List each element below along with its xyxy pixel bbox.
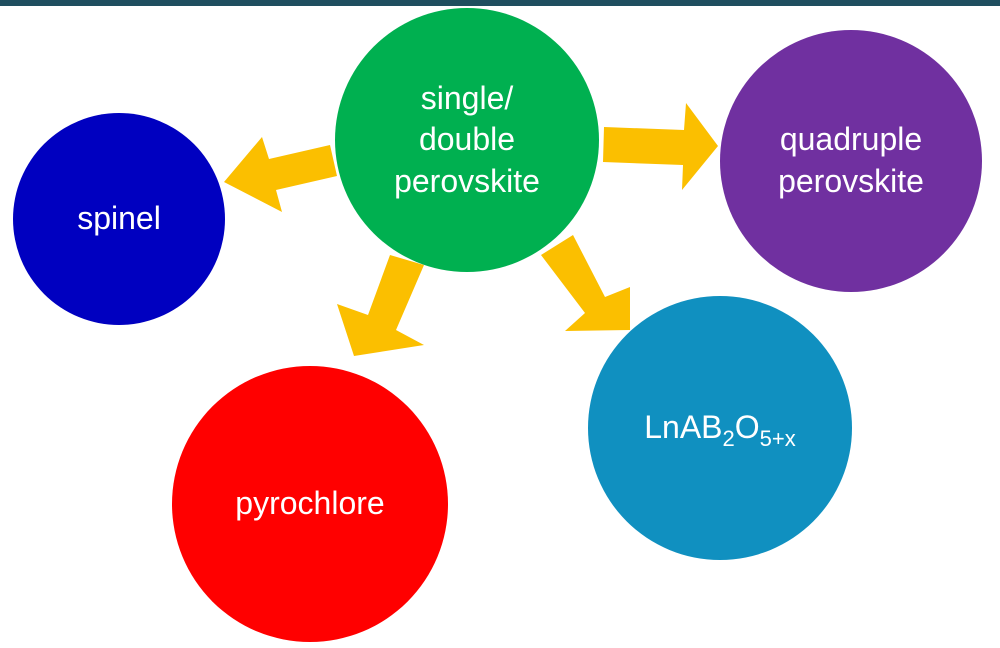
arrow-to-layered <box>541 235 630 331</box>
spinel-label: spinel <box>77 200 161 237</box>
center-line-2: double <box>418 121 516 158</box>
formula-part-lnab: LnAB <box>644 409 723 446</box>
quadruple-line-1: quadruple <box>779 121 923 158</box>
top-border-bar <box>0 0 1000 6</box>
pyrochlore-node: pyrochlore <box>172 366 448 642</box>
layered-formula: LnAB2O5+x <box>644 407 796 452</box>
arrow-to-pyrochlore <box>337 255 424 356</box>
center-node-single-double-perovskite: single/ double perovskite <box>335 8 599 272</box>
formula-part-o: O <box>734 409 760 446</box>
quadruple-line-2: perovskite <box>778 163 924 199</box>
spinel-node: spinel <box>13 113 225 325</box>
center-line-3: perovskite <box>394 162 540 199</box>
layered-perovskite-node: LnAB2O5+x <box>588 296 852 560</box>
arrow-to-quadruple <box>603 103 718 190</box>
pyrochlore-label: pyrochlore <box>235 485 385 522</box>
arrow-to-spinel <box>224 137 337 212</box>
quadruple-perovskite-node: quadruple perovskite <box>720 30 982 292</box>
center-line-1: single/ <box>420 79 514 116</box>
formula-sub-5x: 5+x <box>759 426 796 452</box>
formula-sub-2: 2 <box>722 426 735 452</box>
